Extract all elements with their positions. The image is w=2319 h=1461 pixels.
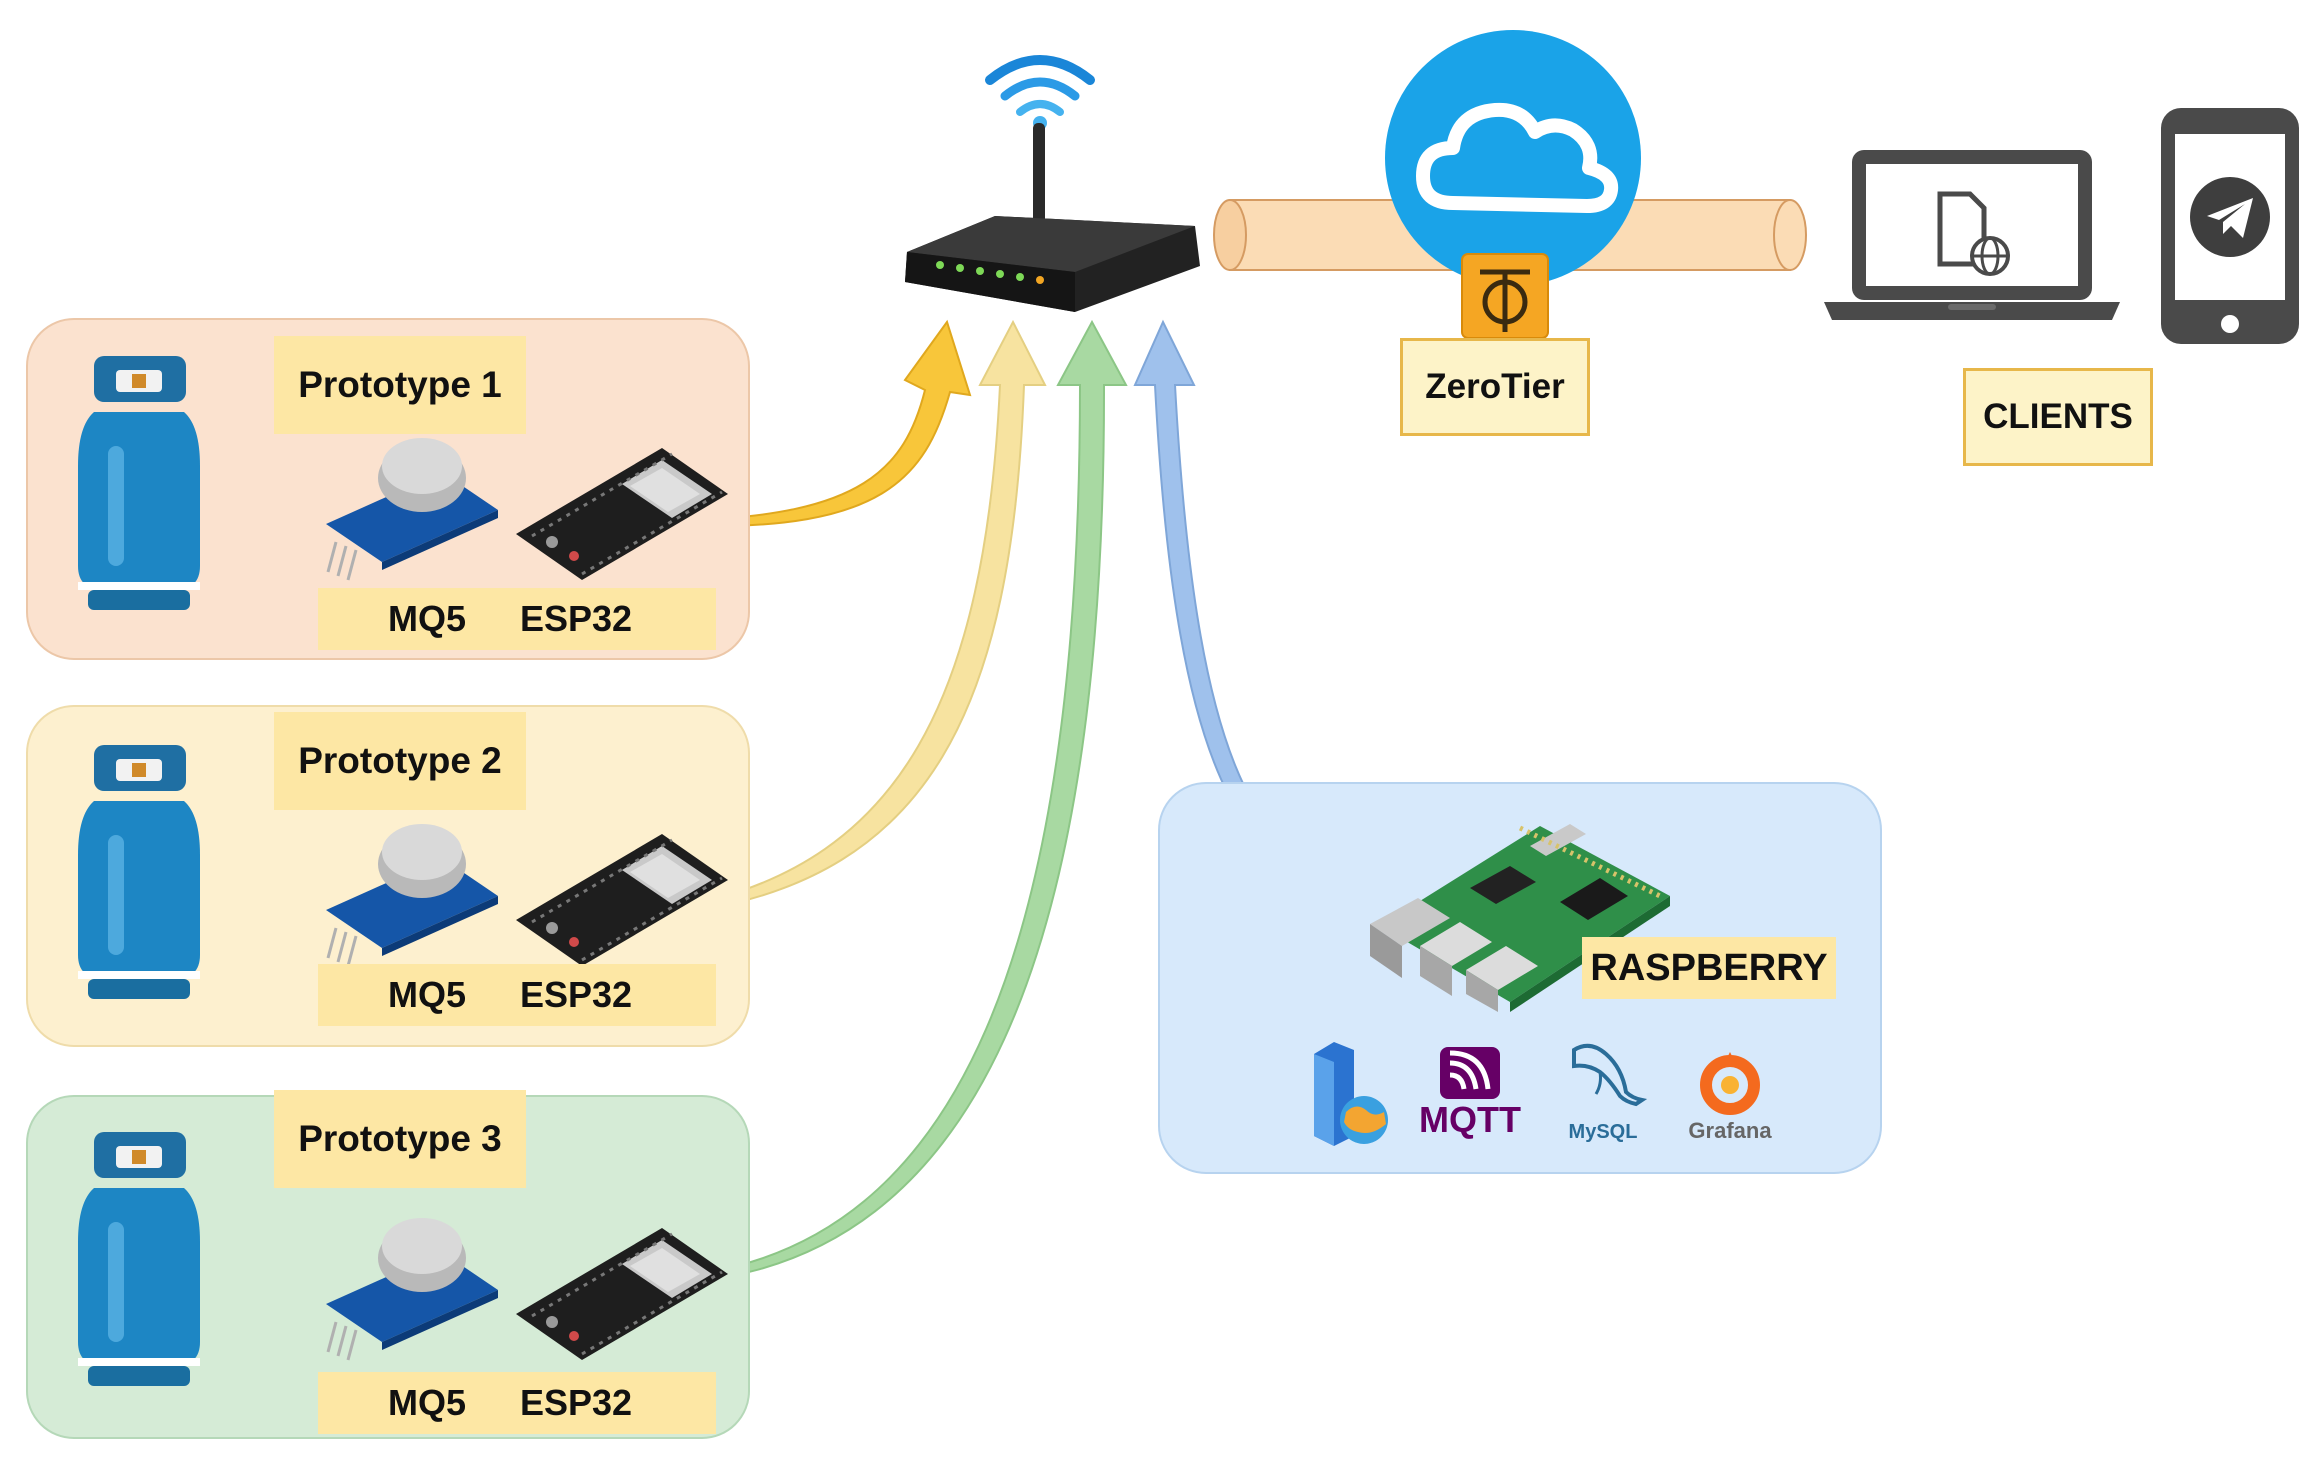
web-server-icon [1314, 1042, 1388, 1146]
mq5-sensor-icon [326, 1218, 498, 1361]
gas-cylinder-icon [78, 1132, 200, 1386]
arrow-prototype-1 [689, 319, 972, 528]
grafana-icon [1700, 1052, 1760, 1115]
laptop-web-icon [1824, 150, 2120, 320]
prototype-1-components: MQ5 ESP32 [318, 588, 716, 650]
zerotier-label: ZeroTier [1400, 338, 1590, 436]
mysql-label: MySQL [1568, 1121, 1638, 1143]
mqtt-label: MQTT [1419, 1099, 1521, 1140]
mq5-sensor-icon [326, 438, 498, 581]
grafana-logo: Grafana [1672, 1046, 1788, 1146]
board-label: ESP32 [520, 1382, 633, 1423]
mq5-sensor-icon [326, 824, 498, 967]
prototype-1-label: Prototype 1 [274, 336, 526, 434]
smartphone-telegram-icon [2161, 108, 2299, 344]
mqtt-icon [1440, 1047, 1500, 1099]
sensor-label: MQ5 [388, 598, 467, 639]
esp32-board-icon [516, 834, 728, 966]
cloud-icon [1385, 30, 1641, 286]
gas-cylinder-icon [78, 745, 200, 999]
board-label: ESP32 [520, 598, 633, 639]
sensor-label: MQ5 [388, 974, 467, 1015]
prototype-2-components: MQ5 ESP32 [318, 964, 716, 1026]
wifi-router-icon [905, 55, 1200, 312]
esp32-board-icon [516, 1228, 728, 1360]
prototype-2-label: Prototype 2 [274, 712, 526, 810]
arrow-prototype-2 [689, 319, 1047, 914]
mysql-logo: MySQL [1548, 1040, 1658, 1144]
mqtt-logo: MQTT [1410, 1040, 1530, 1144]
prototype-3-components: MQ5 ESP32 [318, 1372, 716, 1434]
raspberry-label: RASPBERRY [1582, 937, 1836, 999]
mysql-icon [1572, 1043, 1648, 1107]
prototype-3-label: Prototype 3 [274, 1090, 526, 1188]
clients-label: CLIENTS [1963, 368, 2153, 466]
zerotier-logo-icon [1461, 253, 1549, 339]
grafana-label: Grafana [1688, 1118, 1772, 1143]
esp32-board-icon [516, 448, 728, 580]
gas-cylinder-icon [78, 356, 200, 610]
board-label: ESP32 [520, 974, 633, 1015]
sensor-label: MQ5 [388, 1382, 467, 1423]
arrow-prototype-3 [689, 319, 1128, 1284]
